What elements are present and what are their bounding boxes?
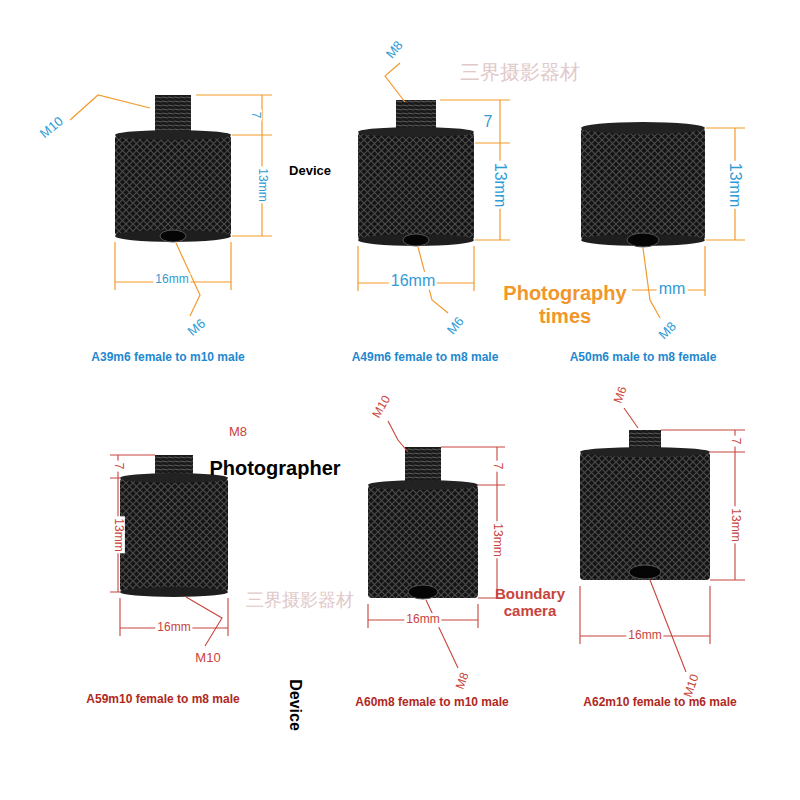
- thread-label: M10: [370, 393, 394, 420]
- thread-label: M8: [229, 425, 247, 440]
- model-caption: A50m6 male to m8 female: [570, 351, 717, 365]
- model-caption: A49m6 female to m8 male: [352, 351, 499, 365]
- dimension-label: 13mm: [490, 521, 504, 558]
- dimension-lines: [70, 63, 745, 318]
- thread-label: M8: [383, 38, 406, 61]
- watermark: 三界摄影器材: [246, 590, 354, 611]
- adapter-a49: [358, 100, 474, 246]
- dimension-label: mm: [657, 280, 688, 298]
- thread-label: M10: [38, 114, 67, 142]
- dimension-lines: [110, 408, 745, 672]
- adapter-a50: [581, 122, 705, 247]
- overlay-text: Device: [289, 164, 331, 179]
- thread-label: M6: [612, 385, 631, 405]
- thread-label: M10: [195, 651, 220, 666]
- dimension-label: 7: [111, 461, 125, 472]
- thread-label: M6: [444, 314, 467, 337]
- overlay-text: Photography times: [495, 282, 635, 328]
- overlay-text: Photographer: [209, 457, 340, 480]
- dimension-label: 13mm: [726, 161, 744, 209]
- thread-label: M8: [656, 319, 679, 342]
- dimension-label: 13mm: [255, 166, 269, 203]
- dimension-label: 7: [248, 110, 262, 121]
- dimension-label: 13mm: [491, 161, 509, 209]
- dimension-label: 16mm: [153, 273, 190, 287]
- dimension-label: 16mm: [626, 629, 663, 643]
- adapter-a60: [368, 447, 478, 599]
- dimension-label: 13mm: [728, 506, 742, 543]
- model-caption: A59m10 female to m8 male: [86, 693, 239, 707]
- model-caption: A39m6 female to m10 male: [91, 351, 244, 365]
- thread-label: Boundary camera: [475, 585, 585, 620]
- dimension-label: 7: [482, 113, 495, 131]
- dimension-label: 16mm: [389, 272, 437, 290]
- thread-label: M8: [454, 671, 473, 691]
- dimension-label: 7: [490, 461, 504, 472]
- adapter-a62: [580, 430, 710, 580]
- dimension-label: 7: [728, 436, 742, 447]
- model-caption: A62m10 female to m6 male: [583, 696, 736, 710]
- model-caption: A60m8 female to m10 male: [355, 696, 508, 710]
- thread-label: M6: [185, 316, 208, 339]
- overlay-text: Device: [286, 679, 304, 731]
- watermark: 三界摄影器材: [460, 61, 580, 84]
- dimension-label: 16mm: [404, 613, 441, 627]
- adapter-a39: [115, 95, 231, 242]
- dimension-label: 16mm: [155, 621, 192, 635]
- dimension-label: 13mm: [111, 516, 125, 553]
